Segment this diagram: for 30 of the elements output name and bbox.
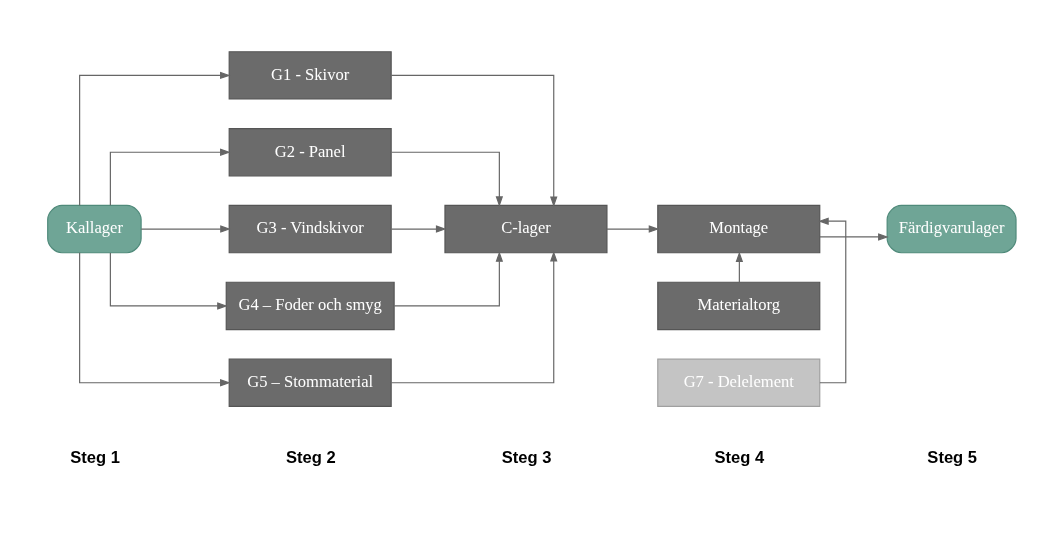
arrow: [390, 250, 558, 384]
arrow: [140, 225, 231, 233]
arrow: [735, 251, 744, 283]
node-box: G5 – Stommaterial: [228, 358, 392, 407]
node-box: Materialtorg: [657, 281, 821, 331]
node-box: Färdigvarulager: [886, 204, 1017, 254]
node-box: G1 - Skivor: [228, 51, 392, 100]
label: Steg 4: [714, 447, 765, 467]
arrow: [606, 225, 660, 233]
label: Steg 1: [70, 447, 120, 467]
arrow: [109, 148, 231, 206]
node-box: Montage: [657, 204, 821, 254]
arrow: [390, 74, 558, 208]
label: Steg 5: [927, 447, 978, 467]
arrow: [393, 251, 504, 307]
arrow: [109, 252, 228, 310]
node-box: Kallager: [47, 204, 142, 254]
node-box: G3 - Vindskivor: [228, 204, 392, 254]
node-box: G7 - Delelement: [657, 358, 821, 407]
node-box: G2 - Panel: [228, 128, 392, 177]
arrow: [79, 252, 231, 387]
label: Steg 3: [501, 447, 552, 467]
node-box: C-lager: [444, 204, 608, 254]
arrow: [390, 151, 504, 207]
arrow: [819, 233, 889, 241]
arrow: [79, 71, 231, 206]
label: Steg 2: [285, 447, 336, 467]
arrow: [818, 217, 847, 384]
arrow: [390, 225, 447, 233]
node-box: G4 – Foder och smyg: [225, 281, 395, 331]
